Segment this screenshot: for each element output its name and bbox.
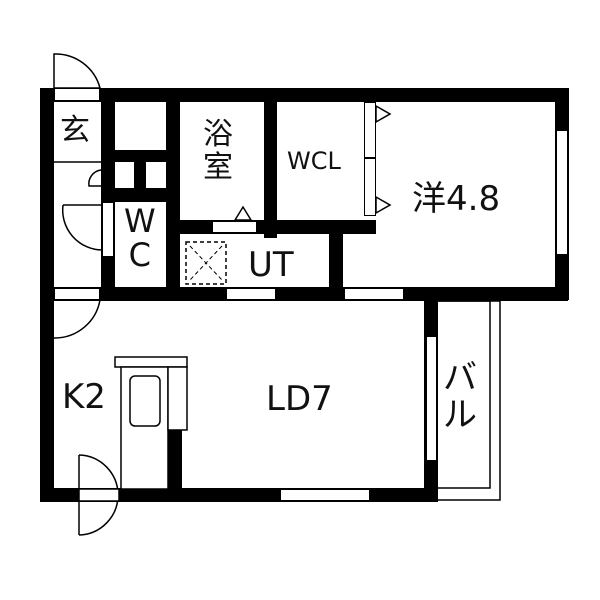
wall-ut-right bbox=[329, 220, 343, 300]
wall-bath-right bbox=[264, 88, 277, 238]
window-balcony-door bbox=[426, 336, 437, 461]
wc-door bbox=[102, 202, 114, 257]
room-label-balcony: バ ル bbox=[443, 358, 477, 436]
opening-ut-bottom bbox=[226, 288, 276, 300]
wall-kitchen-counter bbox=[168, 430, 182, 502]
room-label-western: 洋4.8 bbox=[412, 179, 501, 219]
room-label-wcl: WCL bbox=[287, 147, 341, 175]
room-label-bath: 浴 室 bbox=[203, 117, 233, 185]
window-ld-bottom bbox=[280, 489, 370, 501]
window-western-right bbox=[556, 130, 568, 255]
room-label-ld: LD7 bbox=[266, 379, 333, 419]
opening-bath-door bbox=[212, 221, 257, 233]
room-label-kitchen: K2 bbox=[62, 377, 106, 417]
opening-kitchen-top bbox=[54, 288, 100, 300]
room-label-wc: W C bbox=[124, 202, 156, 274]
room-label-entrance: 玄 bbox=[60, 113, 90, 148]
room-label-ut: UT bbox=[248, 245, 294, 285]
wall-pipe-divider bbox=[134, 150, 146, 202]
closet-door-upper bbox=[364, 102, 376, 158]
opening-western-bottom bbox=[344, 288, 404, 300]
closet-door-lower bbox=[364, 158, 376, 216]
